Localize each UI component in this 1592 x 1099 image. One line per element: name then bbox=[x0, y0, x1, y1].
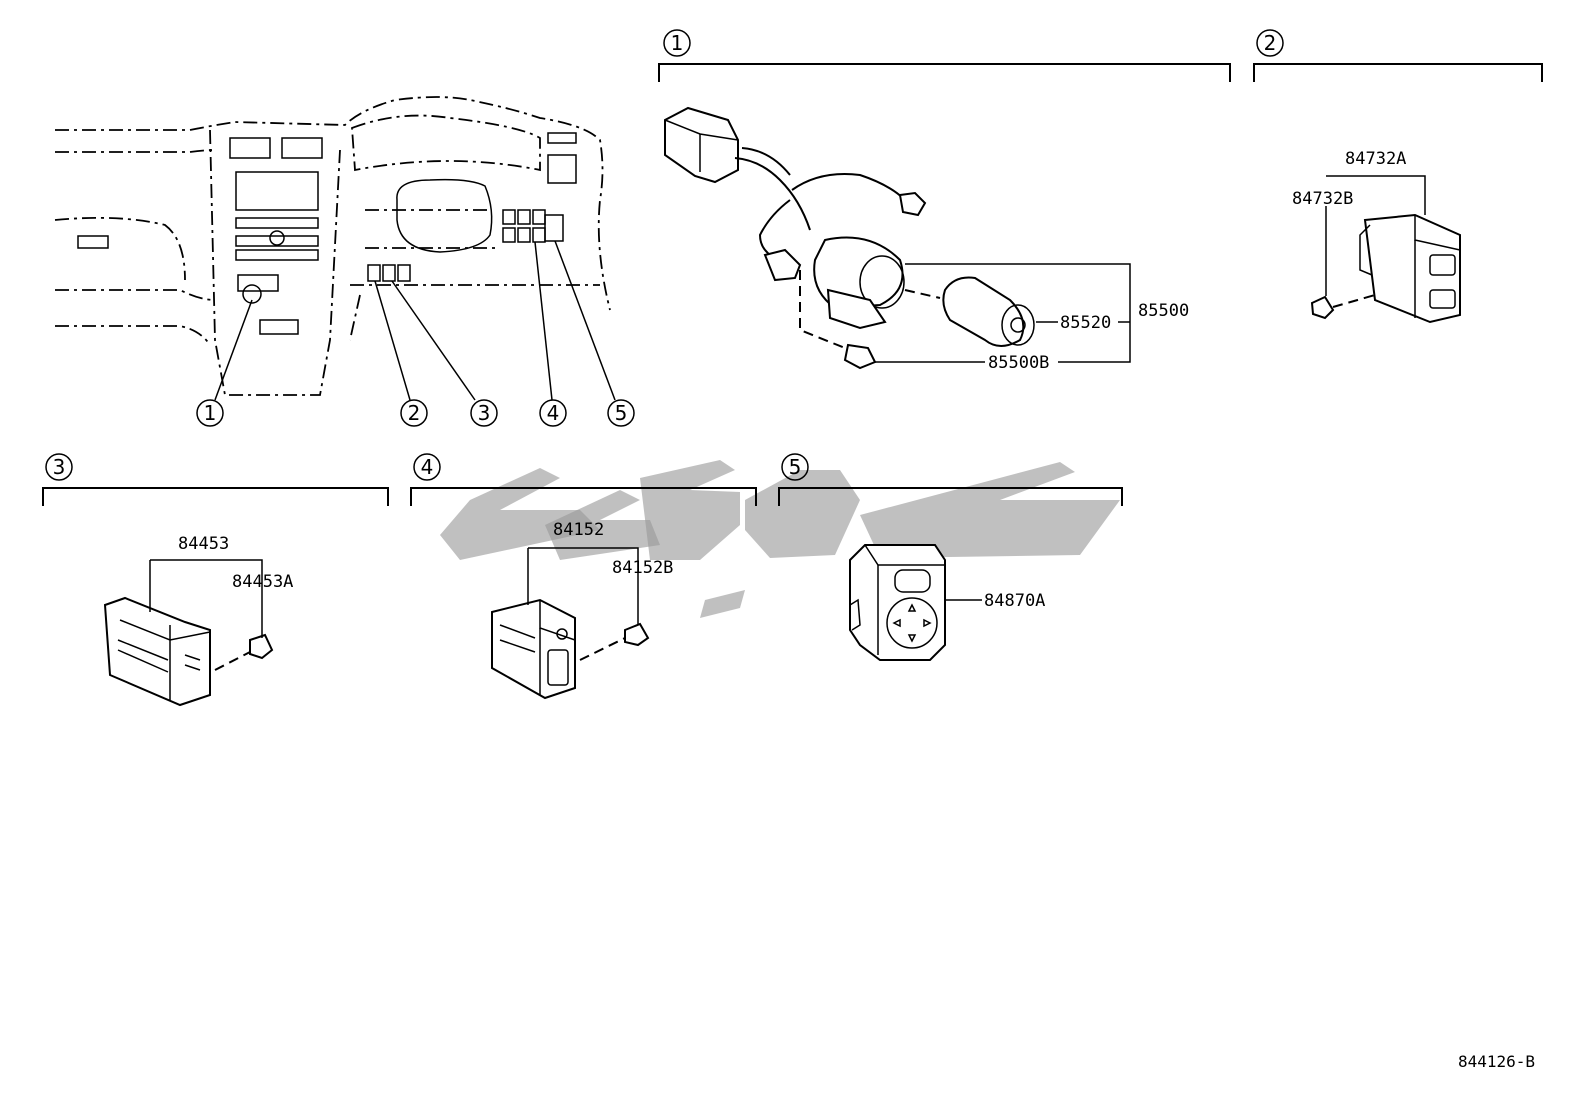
svg-text:5: 5 bbox=[789, 455, 802, 479]
svg-text:2: 2 bbox=[1264, 31, 1277, 55]
part-label-84152: 84152 bbox=[553, 520, 604, 540]
svg-text:4: 4 bbox=[547, 401, 560, 425]
svg-text:2: 2 bbox=[408, 401, 421, 425]
section-header-5: 5 bbox=[778, 453, 1123, 506]
switch-84453 bbox=[103, 559, 274, 707]
switch-84152 bbox=[491, 547, 650, 700]
svg-text:1: 1 bbox=[671, 31, 684, 55]
switch-84732A bbox=[1310, 175, 1461, 324]
dash-callout-5: 5 bbox=[607, 399, 635, 427]
svg-text:5: 5 bbox=[615, 401, 628, 425]
part-label-85500B: 85500B bbox=[988, 353, 1049, 373]
part-label-85500: 85500 bbox=[1138, 301, 1189, 321]
part-label-84732A: 84732A bbox=[1345, 149, 1406, 169]
lighter-assembly bbox=[664, 106, 1131, 370]
dash-callout-4: 4 bbox=[539, 399, 567, 427]
dash-callout-1: 1 bbox=[196, 399, 224, 427]
part-label-84152B: 84152B bbox=[612, 558, 673, 578]
svg-text:3: 3 bbox=[53, 455, 66, 479]
svg-text:1: 1 bbox=[204, 401, 217, 425]
svg-text:4: 4 bbox=[421, 455, 434, 479]
part-label-84870A: 84870A bbox=[984, 591, 1045, 611]
part-label-84453: 84453 bbox=[178, 534, 229, 554]
part-label-85520: 85520 bbox=[1060, 313, 1111, 333]
section-header-4: 4 bbox=[410, 453, 757, 506]
watermark-logo bbox=[440, 460, 1120, 618]
part-label-84453A: 84453A bbox=[232, 572, 293, 592]
dash-callout-3: 3 bbox=[470, 399, 498, 427]
diagram-code: 844126-B bbox=[1458, 1052, 1535, 1071]
switch-84870A bbox=[849, 544, 982, 661]
section-header-3: 3 bbox=[42, 453, 389, 506]
part-label-84732B: 84732B bbox=[1292, 189, 1353, 209]
section-header-1: 1 bbox=[658, 29, 1231, 82]
dashboard-overview bbox=[54, 96, 616, 401]
section-header-2: 2 bbox=[1253, 29, 1543, 82]
dash-callout-2: 2 bbox=[400, 399, 428, 427]
svg-text:3: 3 bbox=[478, 401, 491, 425]
